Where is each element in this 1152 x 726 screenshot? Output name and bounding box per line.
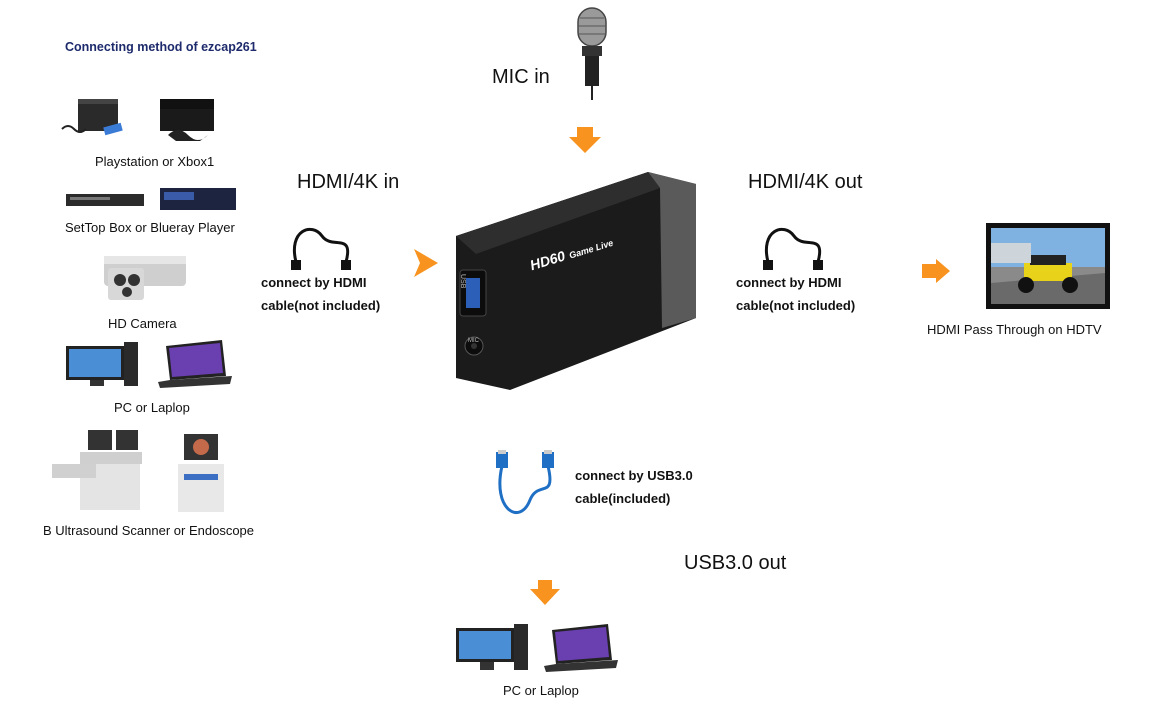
- desktop-laptop-icon: [66, 340, 232, 388]
- microphone-icon: [577, 7, 607, 100]
- game-console-icon: [61, 99, 214, 141]
- source-label-settop: SetTop Box or Blueray Player: [65, 220, 235, 235]
- hdmi-out-label: HDMI/4K out: [748, 171, 863, 193]
- hdmi-in-label: HDMI/4K in: [297, 171, 400, 193]
- source-label-pc: PC or Laplop: [114, 400, 190, 415]
- usb-cable-note: connect by USB3.0 cable(included): [575, 464, 693, 510]
- mic-in-label: MIC in: [492, 66, 550, 88]
- hdmi-out-cable-note: connect by HDMI cable(not included): [736, 271, 855, 317]
- pc-out-label: PC or Laplop: [503, 683, 579, 698]
- source-label-camera: HD Camera: [108, 316, 177, 331]
- usb-cable-line1: connect by USB3.0: [575, 468, 693, 483]
- hdmi-cable-out-icon: [763, 227, 823, 270]
- diagram-title: Connecting method of ezcap261: [65, 40, 257, 54]
- hdmi-in-cable-line2: cable(not included): [261, 298, 381, 313]
- pc-out-icon: [456, 624, 618, 672]
- hdmi-in-cable-line1: connect by HDMI: [261, 275, 367, 290]
- security-camera-icon: [104, 256, 186, 300]
- usb-cable-line2: cable(included): [575, 491, 671, 506]
- arrow-right-in: [414, 249, 438, 277]
- tv-label: HDMI Pass Through on HDTV: [927, 322, 1102, 337]
- medical-scanner-icon: [52, 430, 224, 512]
- mic-jack-label: MIC: [468, 338, 479, 344]
- source-label-medical: B Ultrasound Scanner or Endoscope: [43, 523, 255, 538]
- settop-box-icon: [66, 188, 236, 210]
- arrow-down-usb: [530, 580, 560, 605]
- hdmi-in-cable-note: connect by HDMI cable(not included): [261, 271, 380, 317]
- hdmi-out-cable-line2: cable(not included): [736, 298, 856, 313]
- usb-out-label: USB3.0 out: [684, 552, 787, 574]
- source-label-console: Playstation or Xbox1: [95, 154, 215, 169]
- hdtv-racing-icon: [986, 223, 1110, 309]
- hdmi-out-cable-line1: connect by HDMI: [736, 275, 842, 290]
- hdmi-cable-icon: [291, 227, 351, 270]
- capture-device: [456, 172, 696, 390]
- arrow-down-mic: [569, 127, 601, 153]
- usb-port-label: USB: [459, 274, 466, 289]
- usb-cable-icon: [496, 450, 554, 514]
- arrow-right-out: [922, 259, 950, 283]
